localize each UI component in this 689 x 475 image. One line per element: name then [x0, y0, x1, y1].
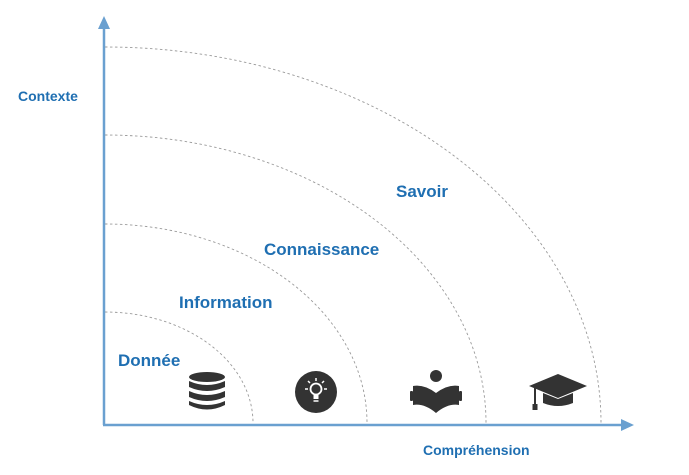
level-label-savoir: Savoir: [396, 182, 448, 201]
database-icon: [189, 372, 225, 410]
arc-donnee: [104, 311, 254, 424]
level-label-donnee: Donnée: [118, 351, 181, 370]
reading-person-icon: [410, 370, 462, 413]
lightbulb-icon: [295, 371, 337, 413]
x-axis-label: Compréhension: [423, 442, 530, 458]
arc-connaissance: [104, 134, 487, 424]
level-label-connaissance: Connaissance: [264, 240, 380, 259]
arc-savoir: [104, 46, 602, 424]
graduation-cap-icon: [529, 374, 587, 410]
y-axis-arrowhead: [98, 16, 110, 29]
y-axis-label: Contexte: [18, 88, 78, 104]
x-axis-arrowhead: [621, 419, 634, 431]
level-label-information: Information: [179, 293, 273, 312]
